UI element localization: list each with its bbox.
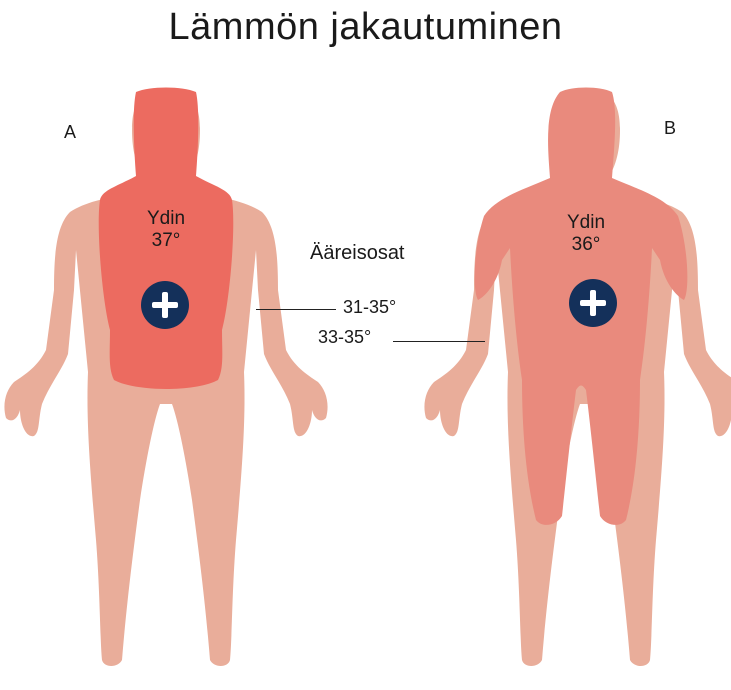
leader-line-b bbox=[393, 341, 485, 342]
figure-b-core-temp: 36° bbox=[546, 234, 626, 256]
figure-a-core-name: Ydin bbox=[126, 208, 206, 230]
figure-b-plus-icon bbox=[569, 279, 617, 327]
figure-a-core-temp: 37° bbox=[126, 230, 206, 252]
figure-a-core-label: Ydin 37° bbox=[126, 208, 206, 252]
periphery-label: Ääreisosat bbox=[310, 242, 405, 265]
figure-b-core-name: Ydin bbox=[546, 212, 626, 234]
figure-a-letter: A bbox=[64, 122, 76, 143]
figure-b-core-label: Ydin 36° bbox=[546, 212, 626, 256]
periphery-temp-a: 31-35° bbox=[343, 297, 396, 318]
figure-a-plus-icon bbox=[141, 281, 189, 329]
figure-b-letter: B bbox=[664, 118, 676, 139]
periphery-temp-b: 33-35° bbox=[318, 327, 371, 348]
leader-line-a bbox=[256, 309, 336, 310]
